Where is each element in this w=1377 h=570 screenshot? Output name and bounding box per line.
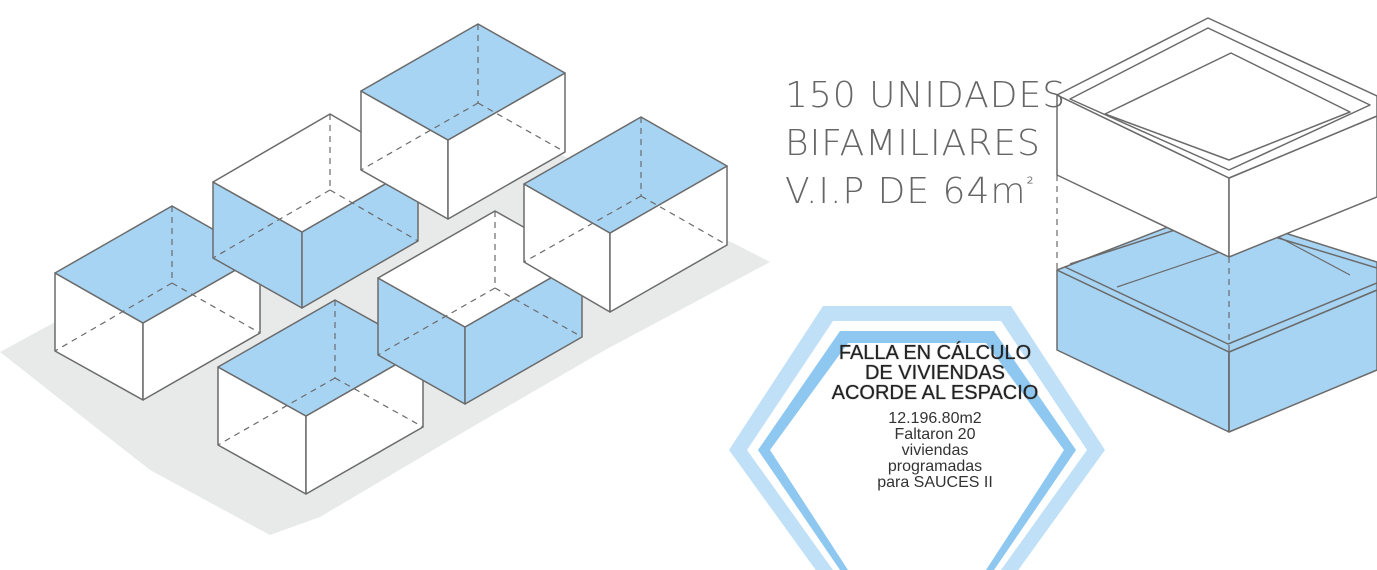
callout-body-line-1: 12.196.80m2 [888, 410, 982, 427]
units-title-line-3-main: V.I.P DE 64m [785, 171, 1027, 212]
units-title-line-1: 150 UNIDADES [785, 75, 1067, 116]
housing-block-a [54, 205, 261, 401]
housing-block-c [360, 23, 566, 220]
callout-body: 12.196.80m2 Faltaron 20 viviendas progra… [790, 411, 1080, 491]
units-title-line-3: V.I.P DE 64m² [785, 168, 1066, 216]
superscript-two: ² [1026, 174, 1035, 195]
housing-block-f [523, 116, 728, 313]
callout-body-line-5: para SAUCES II [877, 474, 993, 491]
callout-heading-line-1: FALLA EN CÁLCULO [838, 342, 1032, 364]
units-title: 150 UNIDADES BIFAMILIARES V.I.P DE 64m² [785, 72, 1066, 216]
housing-unit-exploded-diagram [1056, 17, 1377, 433]
callout-body-line-3: viviendas [901, 442, 969, 459]
callout-body-line-2: Faltaron 20 [894, 426, 976, 443]
units-title-line-2: BIFAMILIARES [785, 123, 1041, 164]
callout-body-line-4: programadas [887, 458, 983, 475]
callout-text: FALLA EN CÁLCULO DE VIVIENDAS ACORDE AL … [790, 343, 1080, 491]
callout-heading-line-2: DE VIVIENDAS [864, 362, 1006, 384]
callout-heading: FALLA EN CÁLCULO DE VIVIENDAS ACORDE AL … [790, 343, 1080, 403]
hexagon-callout [729, 306, 1105, 570]
callout-heading-line-3: ACORDE AL ESPACIO [831, 382, 1039, 404]
